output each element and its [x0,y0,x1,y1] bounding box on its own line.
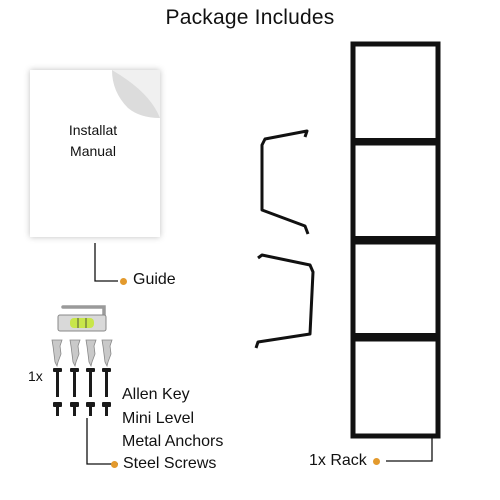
metal-anchors-icon [51,339,113,368]
mini-level-label: Mini Level [122,410,195,427]
rack-shelf-lips [355,138,436,339]
mini-level-icon [57,314,107,332]
guide-dot [120,278,127,285]
page-title: Package Includes [165,6,335,29]
rack-dot [373,458,380,465]
hook-top-icon [260,129,310,235]
hardware-quantity: 1x [28,368,43,384]
manual-title: Installat Manual [48,120,138,162]
allen-key-icon [61,305,106,320]
steel-screws-label: Steel Screws [123,455,217,472]
long-screws-icon [53,368,111,397]
metal-anchors-label: Metal Anchors [122,433,224,450]
rack-label: 1x Rack [309,452,367,469]
steel-screws-dot [111,461,118,468]
hook-bottom-icon [254,253,315,349]
page-curl [112,70,160,118]
guide-label: Guide [133,271,176,288]
guide-leader-line [94,243,118,282]
manual-title-line1: Installat [68,122,118,138]
rack-leader-line [386,436,433,462]
hardware-leader-line [86,418,118,465]
short-screws-icon [53,402,111,416]
allen-key-label: Allen Key [122,386,190,403]
manual-title-line2: Manual [70,143,116,159]
page-curl-shadow [112,70,160,118]
